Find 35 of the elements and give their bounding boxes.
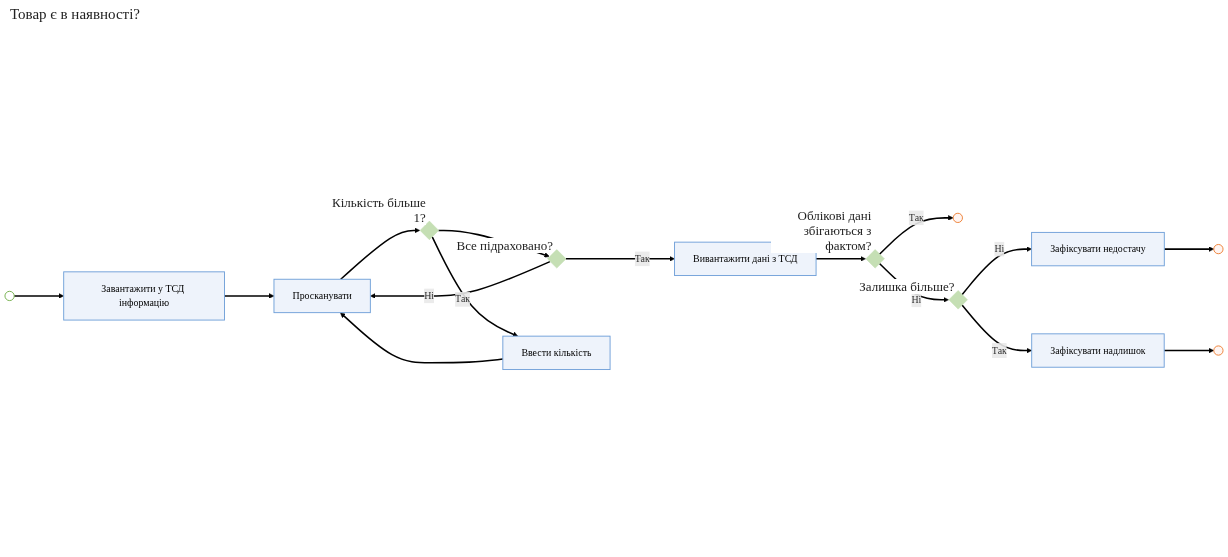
arrow bbox=[340, 312, 504, 364]
arrow bbox=[339, 227, 421, 281]
edge-label: Так bbox=[634, 253, 650, 264]
node-circle bbox=[952, 212, 963, 223]
arrow bbox=[564, 256, 675, 262]
edge-label: Так bbox=[455, 293, 471, 305]
node-box: Просканувати bbox=[273, 278, 371, 314]
arrow bbox=[1163, 246, 1214, 252]
arrow bbox=[1163, 347, 1214, 354]
node-box: Завантажити у ТСД інформацію bbox=[63, 271, 225, 321]
node-circle bbox=[1213, 345, 1224, 356]
arrow bbox=[878, 215, 954, 255]
arrow bbox=[431, 235, 519, 337]
arrow bbox=[370, 260, 551, 299]
node-box: Зафіксувати недостачу bbox=[1031, 231, 1165, 267]
edge-label: Так bbox=[908, 212, 924, 223]
node-diamond bbox=[948, 290, 968, 310]
edge-label: Ні bbox=[911, 294, 922, 305]
arrow bbox=[223, 293, 275, 299]
edge-label: Ні bbox=[994, 243, 1005, 255]
edge-label: Так bbox=[991, 344, 1007, 356]
arrow bbox=[961, 246, 1032, 296]
decision-question: Все підраховано? bbox=[453, 238, 554, 254]
arrow bbox=[961, 304, 1032, 354]
node-box: Ввести кількість bbox=[502, 335, 611, 370]
node-box: Вивантажити дані з ТСД bbox=[674, 241, 817, 276]
node-diamond bbox=[419, 220, 439, 240]
node-circle bbox=[1213, 244, 1224, 255]
arrow bbox=[13, 293, 64, 299]
node-circle bbox=[4, 290, 15, 302]
note: Товар є в наявності? bbox=[10, 6, 140, 23]
node-box: Зафіксувати надлишок bbox=[1031, 333, 1165, 368]
edge-label: Ні bbox=[424, 290, 435, 301]
decision-question: Облікові дані збігаються з фактом? bbox=[771, 208, 872, 254]
arrow bbox=[815, 256, 866, 262]
